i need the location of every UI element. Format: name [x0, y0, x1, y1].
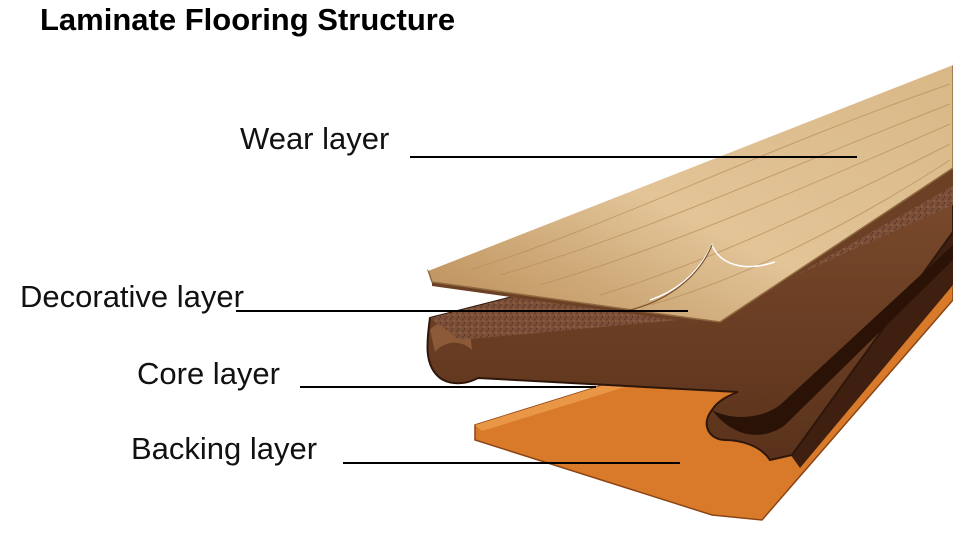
backing-layer-label: Backing layer: [131, 431, 318, 466]
core-layer-label: Core layer: [137, 356, 280, 391]
decorative-layer-label: Decorative layer: [20, 279, 244, 314]
wear-layer-shape: [427, 63, 953, 323]
diagram-title: Laminate Flooring Structure: [40, 2, 456, 37]
wear-layer-label: Wear layer: [240, 121, 390, 156]
leader-lines: [236, 156, 857, 464]
